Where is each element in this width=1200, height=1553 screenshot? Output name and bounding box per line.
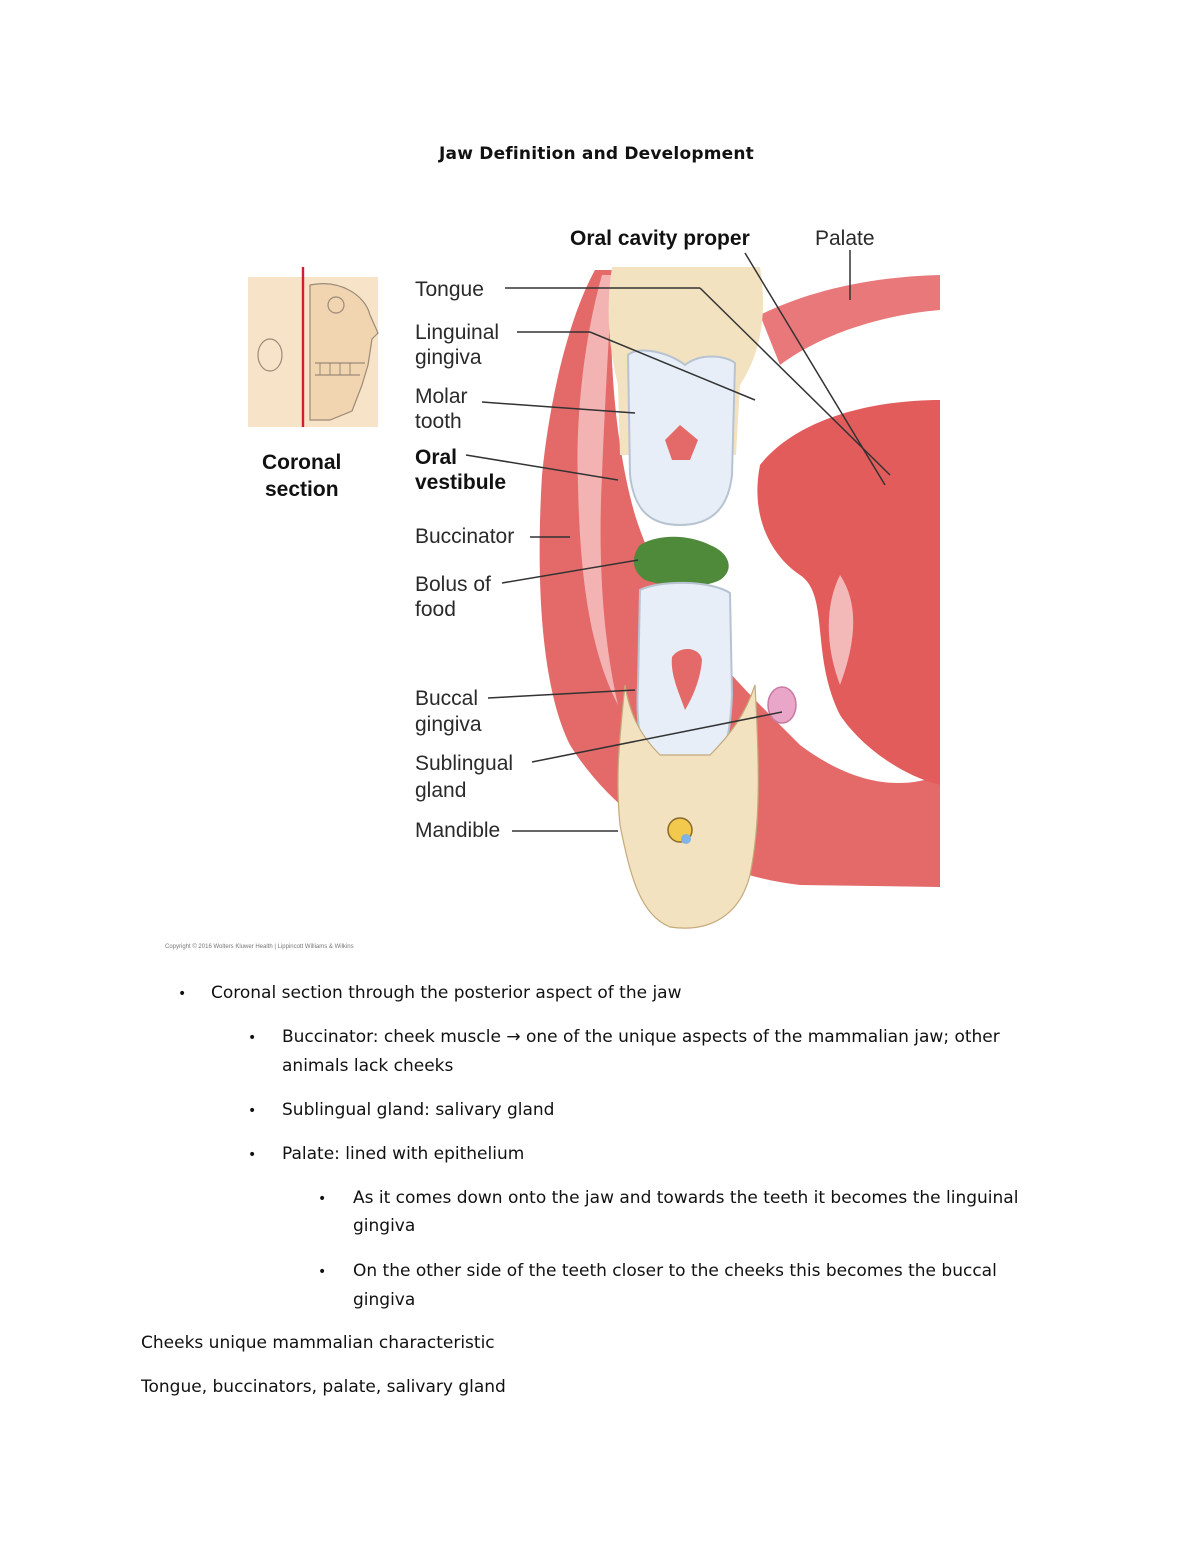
bullet-icon: • — [318, 1264, 327, 1280]
bullet-buccinator: Buccinator: cheek muscle → one of the un… — [282, 1027, 1000, 1047]
bullet-linguinal: As it comes down onto the jaw and toward… — [353, 1188, 1019, 1208]
bullet-icon: • — [178, 986, 187, 1002]
bullet-linguinal-cont: gingiva — [353, 1216, 416, 1236]
label-oral-vestibule: Oral — [415, 446, 457, 469]
bullet-sublingual: Sublingual gland: salivary gland — [282, 1100, 555, 1120]
page-title: Jaw Definition and Development — [439, 144, 754, 164]
mandible-bone — [617, 684, 759, 929]
label-palate: Palate — [815, 227, 875, 250]
label-tongue: Tongue — [415, 278, 484, 301]
bullet-buccinator-cont: animals lack cheeks — [282, 1056, 454, 1076]
paragraph-tongue: Tongue, buccinators, palate, salivary gl… — [141, 1377, 506, 1397]
label-oral-cavity-proper: Oral cavity proper — [570, 227, 750, 250]
label-linguinal-2: gingiva — [415, 346, 482, 369]
bullet-buccal: On the other side of the teeth closer to… — [353, 1261, 997, 1281]
label-molar: Molar — [415, 385, 468, 408]
bullet-icon: • — [248, 1030, 257, 1046]
coronal-label: Coronal — [262, 451, 341, 474]
skull-thumbnail — [248, 267, 379, 427]
anatomy-illustration — [539, 267, 940, 929]
bullet-icon: • — [318, 1191, 327, 1207]
label-bolus: Bolus of — [415, 573, 491, 596]
sublingual-gland — [767, 686, 797, 724]
tongue — [757, 400, 940, 785]
figure-copyright: Copyright © 2016 Wolters Kluwer Health |… — [165, 944, 354, 950]
label-molar-2: tooth — [415, 410, 462, 433]
label-oral-vestibule-2: vestibule — [415, 471, 506, 494]
bullet-coronal: Coronal section through the posterior as… — [211, 983, 682, 1003]
bullet-icon: • — [248, 1147, 257, 1163]
label-buccal: Buccal — [415, 687, 478, 710]
label-mandible: Mandible — [415, 819, 500, 842]
label-buccinator: Buccinator — [415, 525, 514, 548]
paragraph-cheeks: Cheeks unique mammalian characteristic — [141, 1333, 495, 1353]
bolus-of-food — [633, 536, 729, 587]
jaw-coronal-section-figure: Coronal section — [248, 227, 940, 929]
coronal-label-2: section — [265, 478, 339, 501]
label-sublingual-2: gland — [415, 779, 466, 802]
label-sublingual: Sublingual — [415, 752, 513, 775]
bullet-palate: Palate: lined with epithelium — [282, 1144, 525, 1164]
bullet-icon: • — [248, 1103, 257, 1119]
label-linguinal: Linguinal — [415, 321, 499, 344]
label-bolus-2: food — [415, 598, 456, 621]
bullet-buccal-cont: gingiva — [353, 1290, 416, 1310]
label-buccal-2: gingiva — [415, 713, 482, 736]
leader-lines — [465, 250, 891, 832]
palate — [760, 275, 940, 365]
